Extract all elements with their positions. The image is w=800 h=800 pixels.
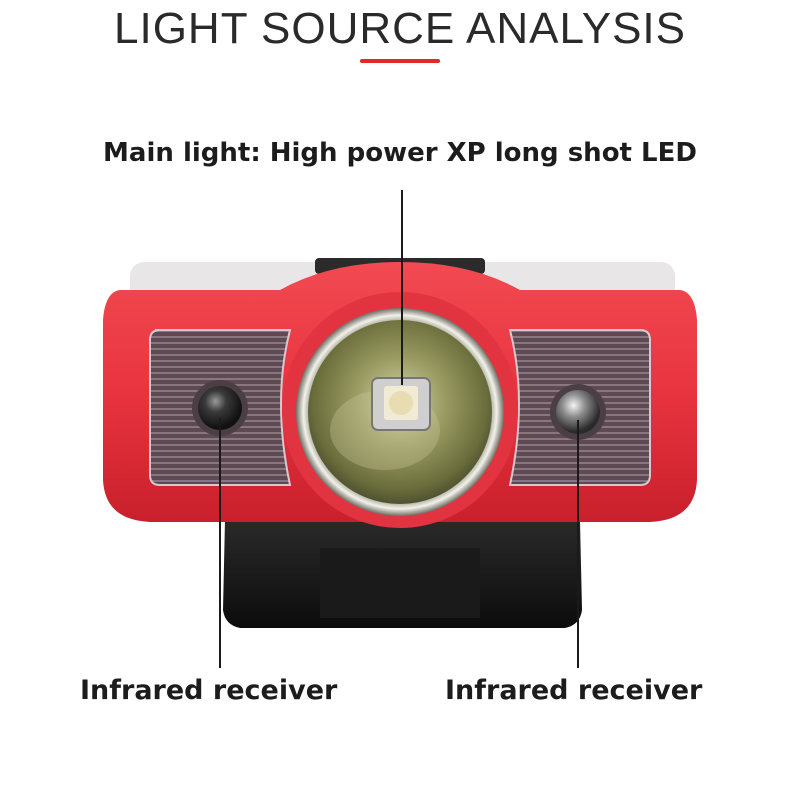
left-infrared-receiver [192,380,248,436]
title-underline [360,59,440,63]
headband-mount [223,520,582,628]
right-infrared-receiver [550,384,606,440]
page-title: LIGHT SOURCE ANALYSIS [114,4,686,53]
infrared-receiver-right-label: Infrared receiver [445,675,703,706]
main-light-label: Main light: High power XP long shot LED [103,138,697,168]
xp-led-chip [371,377,431,431]
infrared-receiver-left-label: Infrared receiver [80,675,338,706]
